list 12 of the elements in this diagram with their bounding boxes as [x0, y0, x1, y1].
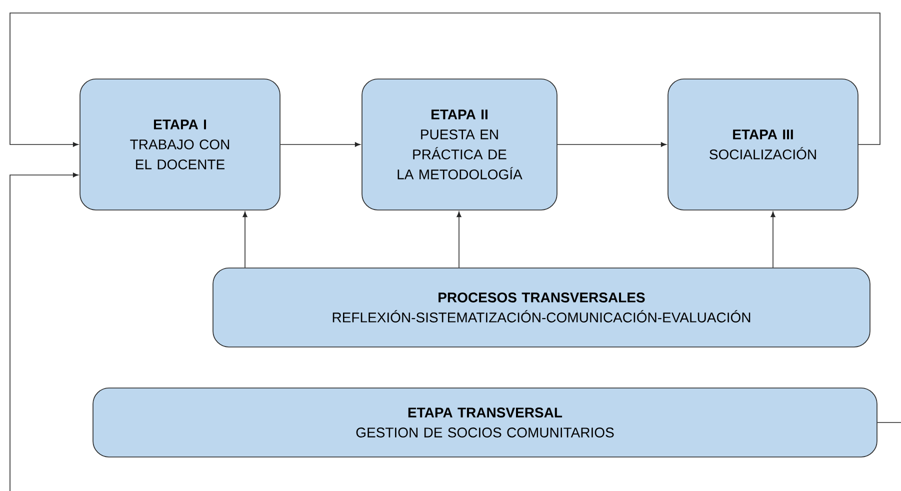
arrow [242, 212, 248, 268]
arrow [10, 172, 901, 491]
process-box: PROCESOS TRANSVERSALES REFLEXIÓN-SISTEMATIZACIÓN-COMUNICACIÓN-EVALUACIÓN [212, 268, 870, 348]
arrow [280, 142, 360, 147]
arrow [10, 12, 880, 147]
process-box: ETAPA II PUESTA EN PRÁCTICA DE LA METODOLOGÍA [362, 78, 558, 210]
process-box: ETAPA TRANSVERSAL GESTION DE SOCIOS COMUNITARIOS [92, 388, 878, 458]
process-box: ETAPA I TRABAJO CON EL DOCENTE [80, 78, 280, 210]
arrow [456, 212, 462, 268]
process-box: ETAPA III SOCIALIZACIÓN [668, 78, 858, 210]
arrow [770, 212, 776, 268]
arrow [557, 142, 666, 147]
